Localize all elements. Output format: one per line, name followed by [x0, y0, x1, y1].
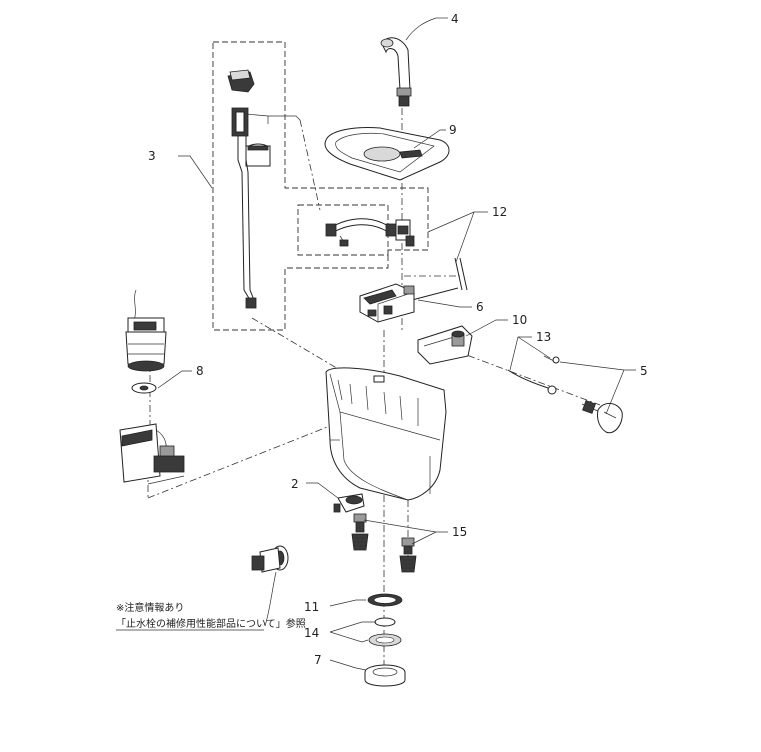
spout-part-4: [380, 37, 412, 107]
callout-4: 4: [451, 12, 459, 26]
callout-labels: 4 9 3 12 6 10 13 5 8 2 15 11 14 7: [148, 12, 648, 667]
callout-7: 7: [314, 653, 322, 667]
note-line-2: 「止水栓の補修用性能部品について」参照: [116, 617, 306, 630]
hose-part-12: [325, 218, 468, 301]
callout-5: 5: [640, 364, 648, 378]
lid-part-9: [324, 127, 450, 181]
leader-lines: [157, 17, 636, 671]
callout-10: 10: [512, 313, 527, 327]
callout-13: 13: [536, 330, 551, 344]
callout-2: 2: [291, 477, 299, 491]
callout-8: 8: [196, 364, 204, 378]
callout-3: 3: [148, 149, 156, 163]
note-line-1: ※注意情報あり: [116, 601, 184, 614]
callout-9: 9: [449, 123, 457, 137]
nut-part-7: [364, 664, 406, 687]
tank: [325, 367, 447, 501]
callout-14: 14: [304, 626, 319, 640]
callout-12: 12: [492, 205, 507, 219]
bracket-part-6: [359, 283, 415, 323]
lever-bracket-part-10: [417, 325, 473, 365]
callout-15: 15: [452, 525, 467, 539]
lever-arm-part-2: [333, 493, 365, 513]
group-box-3: [212, 41, 429, 331]
flush-valve-part-8: [125, 289, 167, 394]
stop-valve: [251, 545, 289, 573]
chain-part-13: [507, 355, 560, 395]
callout-11: 11: [304, 600, 319, 614]
lever-handle-part-5: [581, 400, 623, 434]
bolts-part-15: [351, 513, 417, 573]
caution-note: ※注意情報あり 「止水栓の補修用性能部品について」参照: [116, 601, 306, 631]
callout-6: 6: [476, 300, 484, 314]
valve-base-assembly: [119, 423, 185, 485]
fill-valve-part-3: [227, 69, 301, 309]
gasket-part-11: [367, 593, 403, 607]
